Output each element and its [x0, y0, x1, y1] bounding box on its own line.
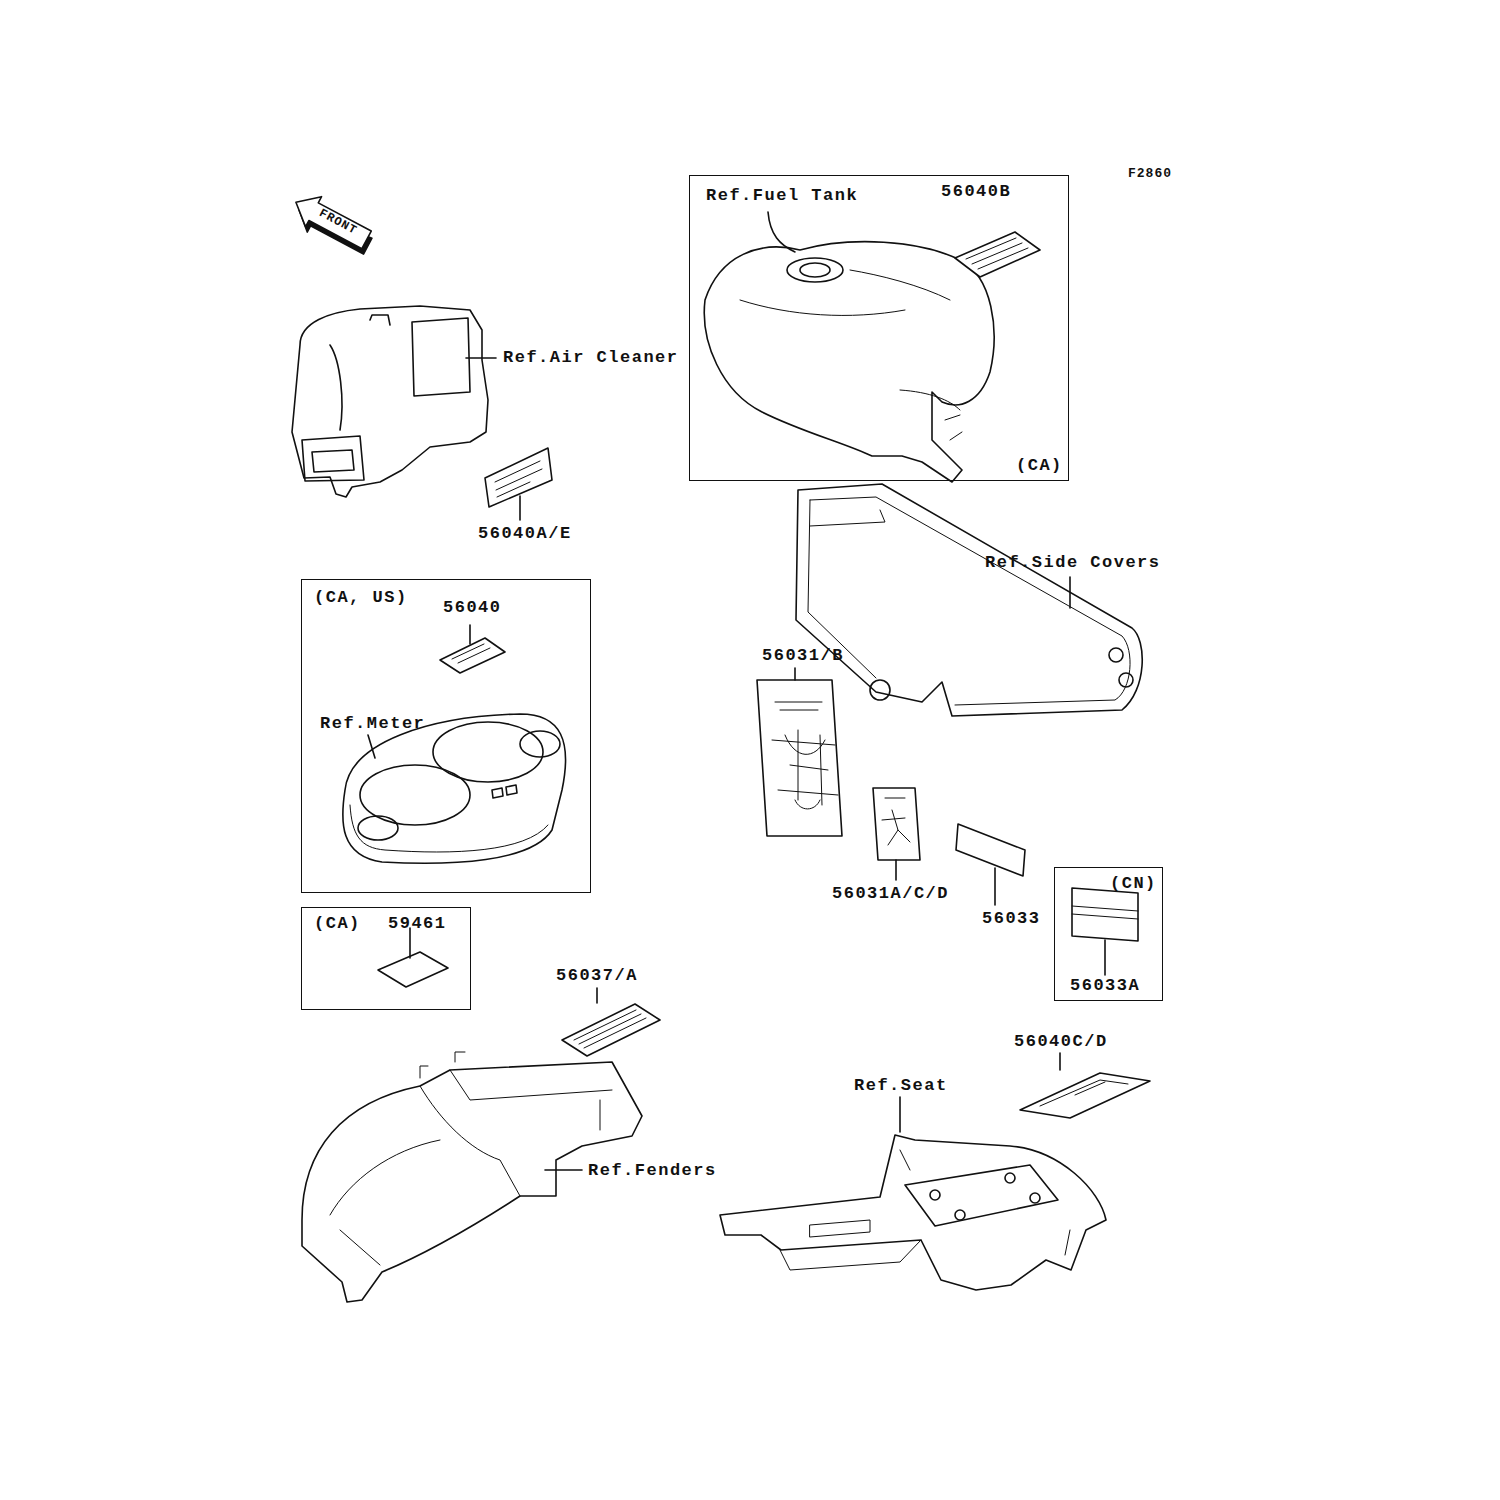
leader-line [1104, 940, 1106, 975]
front-arrow [288, 187, 375, 255]
leader-line [1069, 577, 1071, 608]
gauge [433, 722, 543, 782]
sticker-lines [574, 1010, 646, 1048]
sticker-lines [1040, 1080, 1128, 1106]
leader-line [899, 1097, 901, 1132]
label-sticker [1020, 1073, 1150, 1118]
callout-number: 56031/B [762, 646, 844, 666]
label-sticker [562, 1004, 660, 1056]
region-code: (CA, US) [314, 588, 408, 608]
sticker-lines [1072, 906, 1138, 919]
region-code: (CN) [1110, 874, 1157, 894]
seat-lines [780, 1150, 1070, 1270]
callout-number: 56040C/D [1014, 1032, 1108, 1052]
label-sticker [378, 952, 448, 987]
seat-hole [1030, 1193, 1040, 1203]
side-cover-inner [808, 497, 1130, 705]
fender-lines [330, 1052, 612, 1265]
warning-decal [873, 788, 920, 860]
gauge [358, 816, 398, 840]
variant-box: (CA) 59461 [301, 907, 471, 1010]
fuel-tank [704, 242, 994, 482]
leader-line [545, 1169, 582, 1171]
leader-line [794, 668, 796, 680]
figure-code: F2860 [1128, 166, 1172, 182]
callout-number: 56040 [443, 598, 502, 618]
seat-hole [1005, 1173, 1015, 1183]
label-sticker [440, 638, 505, 673]
indicator-lights [492, 785, 517, 798]
warning-decal [757, 680, 842, 836]
callout-number: 59461 [388, 914, 447, 934]
side-cover-grommet [870, 680, 890, 700]
callout-number: 56040B [941, 182, 1011, 202]
callout-number: 56040A/E [478, 524, 572, 544]
part-name: Ref.Side Covers [985, 553, 1161, 573]
seat-pad [905, 1165, 1058, 1226]
meter [343, 714, 566, 863]
callout-number: 56031A/C/D [832, 884, 949, 904]
leader-line [519, 496, 521, 520]
leader-line [994, 868, 996, 905]
leader-line [466, 357, 496, 359]
sticker-lines [452, 644, 490, 663]
leader-line [1059, 1053, 1061, 1070]
leader-line [469, 625, 471, 644]
label-strip [956, 824, 1025, 876]
air-cleaner-intake [302, 436, 364, 481]
side-cover-knob [1109, 648, 1123, 662]
air-cleaner [292, 306, 488, 497]
seat-hole [955, 1210, 965, 1220]
label-sticker [1072, 888, 1138, 941]
side-cover-knob [1119, 673, 1133, 687]
leader-line [895, 860, 897, 880]
sticker-lines [966, 238, 1028, 269]
air-cleaner-box [330, 315, 470, 430]
part-name: Ref.Fuel Tank [706, 186, 858, 206]
leader-line [768, 212, 795, 252]
gauge [520, 731, 560, 757]
seat-hole [930, 1190, 940, 1200]
part-name: Ref.Fenders [588, 1161, 717, 1181]
part-name: Ref.Seat [854, 1076, 948, 1096]
part-name: Ref.Meter [320, 714, 425, 734]
decal-drawing [882, 798, 910, 845]
callout-number: 56033 [982, 909, 1041, 929]
label-sticker [485, 448, 552, 507]
callout-number: 56037/A [556, 966, 638, 986]
variant-box: Ref.Fuel Tank 56040B (CA) [689, 175, 1069, 481]
label-sticker [955, 232, 1040, 277]
seat-cowl [720, 1135, 1106, 1290]
sticker-lines [495, 461, 542, 497]
fuel-cap [787, 258, 843, 282]
decal-drawing [772, 702, 838, 809]
part-name: Ref.Air Cleaner [503, 348, 679, 368]
variant-box: (CN) 56033A [1054, 867, 1163, 1001]
side-cover [796, 484, 1142, 716]
region-code: (CA) [1016, 456, 1063, 476]
meter-rim [350, 805, 548, 852]
callout-number: 56033A [1070, 976, 1140, 996]
region-code: (CA) [314, 914, 361, 934]
variant-box: (CA, US) 56040Ref.Meter [301, 579, 591, 893]
leader-line [368, 735, 375, 758]
leader-line [596, 988, 598, 1003]
fender [302, 1062, 642, 1302]
fuel-cap-inner [800, 263, 830, 277]
fuel-tank-lines [740, 270, 962, 440]
